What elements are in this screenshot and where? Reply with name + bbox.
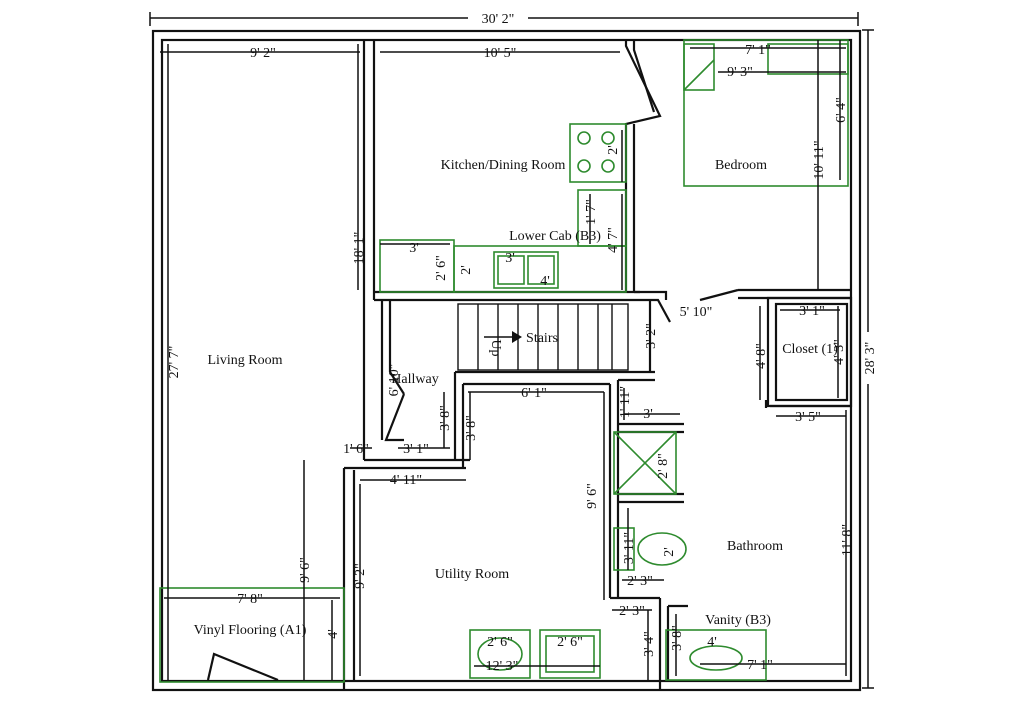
kitchen-fixtures (379, 123, 627, 293)
room-label-hallway: Hallway (391, 372, 438, 387)
dim-vinyl-4: 4' (326, 629, 341, 639)
room-label-kitchen: Kitchen/Dining Room (441, 158, 566, 173)
dim-util-12-3: 12' 3" (486, 659, 519, 674)
room-label-living-room: Living Room (207, 353, 282, 368)
room-label-bedroom: Bedroom (715, 158, 767, 173)
dim-bath-1-11: 1' 11" (618, 386, 633, 418)
dim-living-depth: 27' 7" (167, 346, 182, 379)
dim-counter-2-6: 2' 6" (434, 255, 449, 281)
bed (683, 39, 849, 187)
dim-toilet-3-11: 3' 11" (622, 532, 637, 564)
dim-wash-2-6a: 2' 6" (487, 635, 513, 650)
room-label-utility-room: Utility Room (435, 567, 509, 582)
dim-vanity-7-1: 7' 1" (747, 658, 773, 673)
dim-toilet-2-3: 2' 3" (627, 574, 653, 589)
overall-depth-label: 28' 3" (863, 342, 878, 375)
overall-width-dimension: 30' 2" (149, 8, 859, 27)
label-vinyl-flooring: Vinyl Flooring (A1) (194, 623, 307, 638)
dim-hall-1-6: 1' 6" (343, 442, 369, 457)
label-vanity: Vanity (B3) (705, 613, 771, 628)
label-up: Up (488, 339, 503, 356)
dryer-icon (539, 629, 601, 679)
dim-kitchen-depth: 18' 1" (352, 232, 367, 265)
dim-vanity-4: 4' (707, 635, 717, 650)
dim-living-9-6: 9' 6" (298, 557, 313, 583)
dim-bed-6-4: 6' 4" (834, 97, 849, 123)
washer-icon (469, 629, 531, 679)
burner-icon (577, 131, 591, 145)
shower-icon (613, 431, 677, 495)
dim-bed-7-1: 7' 1" (745, 43, 771, 58)
toilet-bowl-icon (637, 532, 687, 566)
dim-hall-6-10: 6' 10" (387, 364, 402, 397)
dim-bed-10-11: 10' 11" (812, 140, 827, 179)
utility-fixtures (469, 629, 601, 679)
dim-vinyl-7-8: 7' 8" (237, 592, 263, 607)
dim-living-width: 9' 2" (250, 46, 276, 61)
dim-util-4-11: 4' 11" (390, 473, 422, 488)
dim-closet-3-1: 3' 1" (799, 304, 825, 319)
dim-vanity-3-8: 3' 8" (670, 625, 685, 651)
toilet-tank-icon (613, 527, 635, 571)
dim-bath-3: 3' (643, 407, 653, 422)
dim-util-9-6: 9' 6" (585, 483, 600, 509)
dimension-lines (160, 40, 847, 680)
room-label-closet: Closet (1) (782, 342, 838, 357)
dim-bath-11-8: 11' 8" (840, 524, 855, 556)
label-lower-cab: Lower Cab (B3) (509, 229, 601, 244)
living-kitchen-wall (362, 40, 640, 460)
dim-util-9-2: 9' 2" (353, 563, 368, 589)
burner-icon (577, 159, 591, 173)
dim-bath-3-5: 3' 5" (795, 410, 821, 425)
burner-icon (601, 159, 615, 173)
dim-range-2: 2' (606, 145, 621, 155)
overall-depth-dimension: 28' 3" (860, 29, 878, 689)
dim-cab-4-7: 4' 7" (606, 227, 621, 253)
dim-hall-6-1: 6' 1" (521, 386, 547, 401)
dim-toilet-2: 2' (662, 547, 677, 557)
dim-cab-1-7: 1' 7" (584, 199, 599, 225)
vinyl-flooring-area (159, 587, 345, 683)
dim-closet-4-3: 4' 3" (832, 339, 847, 365)
dim-wash-2-6b: 2' 6" (557, 635, 583, 650)
stair-arrow-icon (512, 331, 522, 343)
bathroom-fixtures (613, 431, 767, 681)
dim-bath-3-4: 3' 4" (642, 631, 657, 657)
dim-hall-3-8b: 3' 8" (464, 415, 479, 441)
staircase (457, 303, 629, 371)
vanity-sink-icon (689, 645, 743, 671)
dim-closet-4-8: 4' 8" (754, 343, 769, 369)
dim-kitchen-width: 10' 5" (484, 46, 517, 61)
burner-icon (601, 131, 615, 145)
dim-hall-3-1: 3' 1" (403, 442, 429, 457)
dim-sink-3: 3' (505, 251, 515, 266)
dim-bath-2-3: 2' 3" (619, 604, 645, 619)
kitchen-sink-icon (493, 251, 559, 289)
dim-door-5-10: 5' 10" (680, 305, 713, 320)
dim-stair-3-2: 3' 2" (644, 323, 659, 349)
label-stairs: Stairs (526, 331, 558, 346)
dim-sink-4: 4' (540, 274, 550, 289)
dim-hall-3-8a: 3' 8" (438, 405, 453, 431)
dim-counter-3: 3' (409, 241, 419, 256)
dim-counter-2: 2' (459, 265, 474, 275)
dim-shower-2-8: 2' 8" (656, 453, 671, 479)
room-label-bathroom: Bathroom (727, 539, 783, 554)
dimension-labels: 9' 2" 10' 5" 7' 1" 9' 3" 6' 4" 10' 11" 2… (167, 43, 855, 674)
dim-bed-9-3: 9' 3" (727, 65, 753, 80)
overall-width-label: 30' 2" (482, 12, 515, 27)
